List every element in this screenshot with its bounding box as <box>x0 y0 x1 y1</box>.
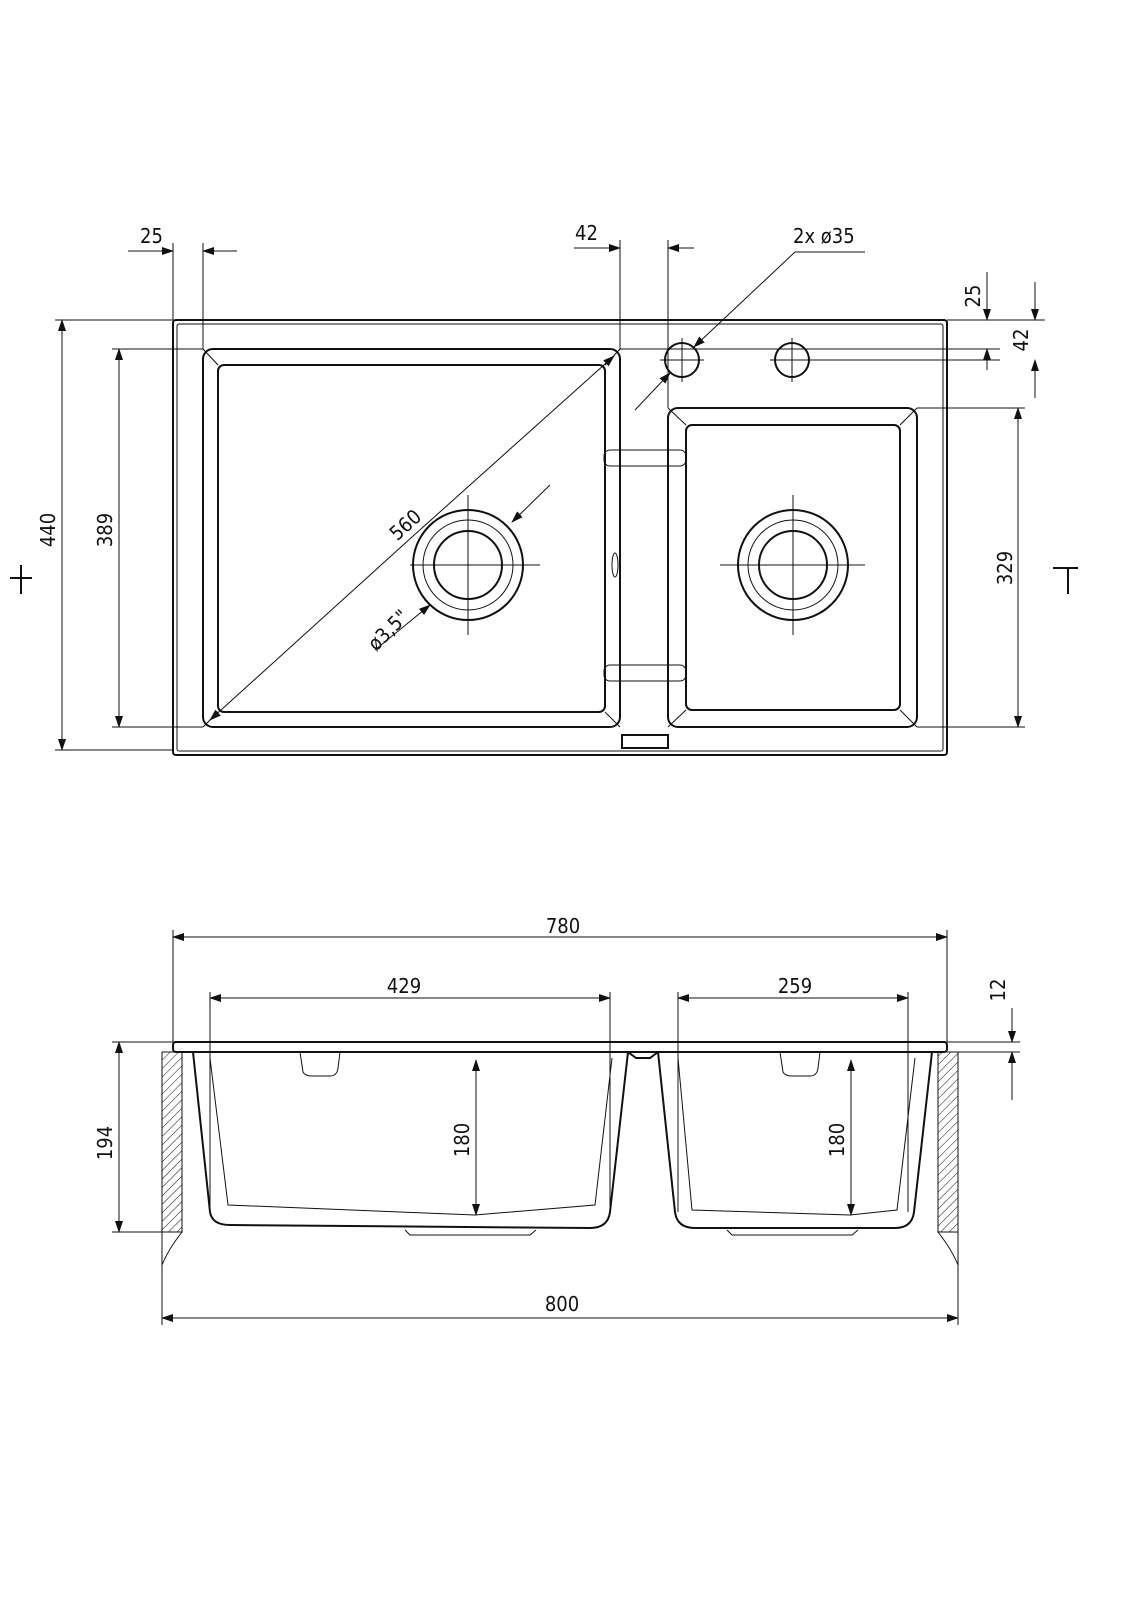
rim <box>172 1041 948 1053</box>
dim-rim-thickness: 12 <box>986 979 1010 1002</box>
dim-cabinet-width: 800 <box>545 1292 579 1316</box>
dim-small-bowl-height: 180 <box>825 1123 849 1157</box>
dim-total-depth: 440 <box>36 513 60 547</box>
section-marker-left <box>10 565 32 594</box>
dim-small-bowl-width: 259 <box>778 974 812 998</box>
section-marker-right <box>1053 567 1078 594</box>
dim-tap-offset: 42 <box>1009 329 1033 352</box>
bowl-bridge <box>603 449 687 749</box>
dim-large-bowl-depth: 389 <box>93 513 117 547</box>
dim-left-margin: 25 <box>140 224 163 248</box>
top-view: 25 42 2x ø35 25 42 440 389 329 560 ø3,5" <box>10 221 1078 756</box>
dim-top-margin: 25 <box>961 285 985 308</box>
sink-outline <box>172 319 948 756</box>
large-bowl-profile <box>192 1051 629 1230</box>
dim-large-bowl-height: 180 <box>450 1123 474 1157</box>
cabinet-wall-right <box>937 1051 959 1233</box>
small-bowl-profile <box>657 1051 933 1229</box>
tap-holes <box>660 338 1000 382</box>
small-bowl <box>667 407 918 728</box>
dim-total-height: 194 <box>93 1126 117 1160</box>
dim-top-width: 780 <box>546 914 580 938</box>
dim-large-bowl-width: 429 <box>387 974 421 998</box>
side-view: 780 429 259 12 194 180 180 800 <box>93 914 1020 1325</box>
drain-small <box>720 495 865 635</box>
overflow-slot <box>621 734 669 749</box>
large-bowl <box>202 348 621 728</box>
dim-tap-holes: 2x ø35 <box>793 224 855 248</box>
drain-large <box>410 495 540 635</box>
cabinet-wall-left <box>161 1051 183 1233</box>
dim-drain: ø3,5" <box>363 605 414 656</box>
dim-small-bowl-depth: 329 <box>993 551 1017 585</box>
dim-bridge-offset: 42 <box>575 221 598 245</box>
